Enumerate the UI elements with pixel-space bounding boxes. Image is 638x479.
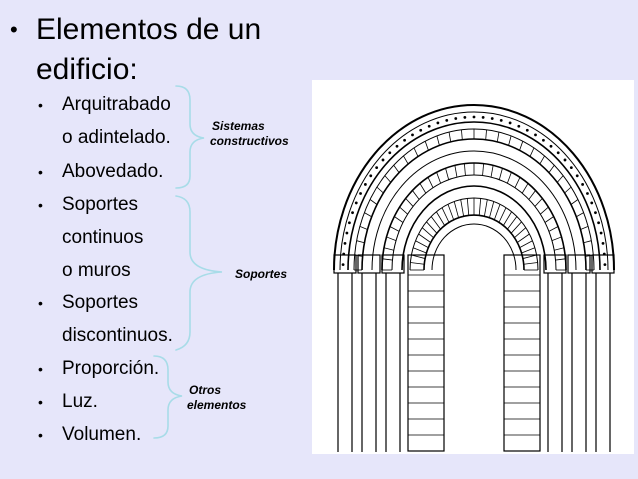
bullet-dot: • [38, 394, 43, 410]
brace-otros [153, 355, 183, 439]
label-sistemas: Sistemas [212, 119, 265, 133]
label-elementos: elementos [187, 398, 247, 412]
list-item-arquitrabado: Arquitrabado [62, 94, 171, 115]
list-item-luz: Luz. [62, 391, 98, 412]
bullet-dot: • [38, 427, 43, 443]
list-item-discontinuos: discontinuos. [62, 325, 173, 346]
bullet-dot: • [38, 97, 43, 113]
list-item-continuos: continuos [62, 227, 144, 248]
list-item-soportes-discontinuos: Soportes [62, 292, 139, 313]
bullet-dot: • [38, 164, 43, 180]
bullet-dot: • [38, 197, 43, 213]
title-bullet: • [10, 17, 18, 42]
label-otros: Otros [189, 383, 222, 397]
title-line-1: Elementos de un [36, 13, 262, 46]
list-item-adintelado: o adintelado. [62, 127, 171, 148]
brace-soportes [175, 195, 223, 351]
romanesque-arch-drawing [333, 104, 615, 452]
bullet-dot: • [38, 295, 43, 311]
list-item-soportes-continuos: Soportes [62, 194, 139, 215]
brace-sistemas [175, 85, 205, 189]
list-item-abovedado: Abovedado. [62, 161, 164, 182]
title-line-2: edificio: [36, 53, 138, 86]
bullet-dot: • [38, 361, 43, 377]
list-item-proporcion: Proporción. [62, 358, 160, 379]
list-item-volumen: Volumen. [62, 424, 142, 445]
label-constructivos: constructivos [210, 134, 289, 148]
list-item-muros: o muros [62, 260, 131, 281]
arch-illustration [312, 80, 634, 454]
label-soportes: Soportes [235, 267, 288, 281]
